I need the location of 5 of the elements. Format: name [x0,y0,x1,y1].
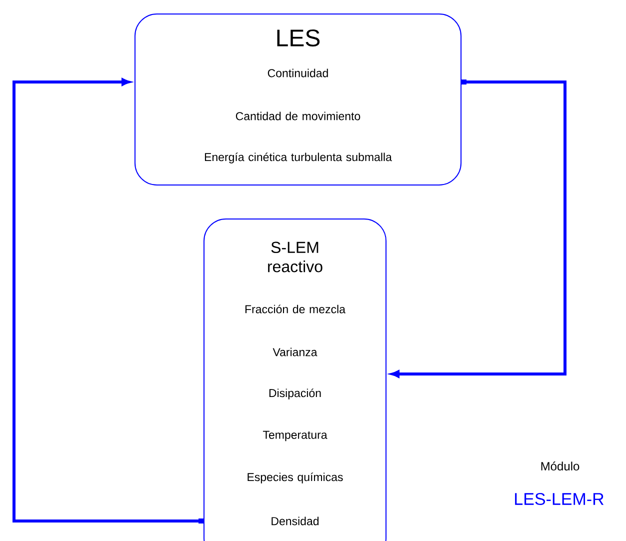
label: Módulo [541,462,580,470]
process-box: S-LEM reactivo Fracción de mezcla Varianza Disipación Temperatura Especies químicas Densidad [204,218,386,541]
arrow [12,78,204,524]
label: LES-LEM-R [515,492,604,506]
process-box: LES Continuidad Cantidad de movimiento Energía cinética turbulenta submalla [134,14,462,186]
